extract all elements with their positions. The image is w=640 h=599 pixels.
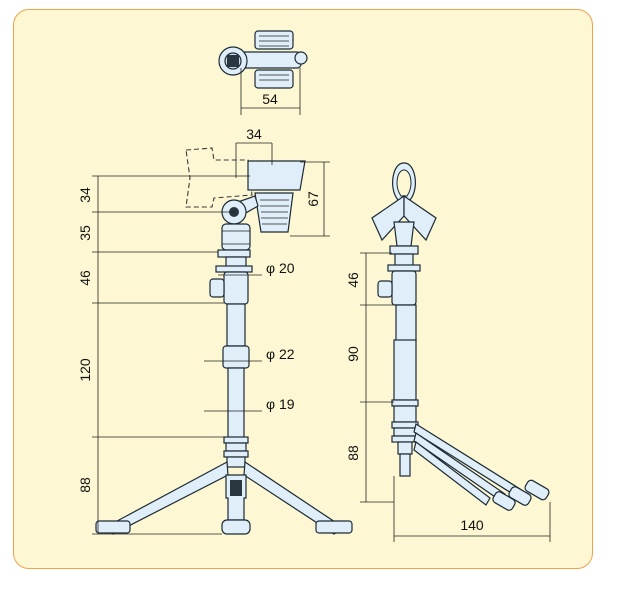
- tube-upper: [226, 303, 246, 347]
- dim-phi20: φ 20: [266, 260, 295, 276]
- dim-base-width: 140: [460, 517, 484, 533]
- foot-right: [315, 520, 353, 534]
- clip-head: [247, 160, 306, 191]
- leg-right: [243, 460, 346, 535]
- dim-clip-width: 34: [246, 126, 262, 142]
- top-view: 54: [218, 30, 308, 115]
- side-view: 46 90 88 140: [345, 162, 551, 542]
- dim-90: 90: [345, 346, 361, 362]
- dim-88-side: 88: [345, 445, 361, 461]
- side-arm-right: [403, 194, 437, 242]
- dim-phi19: φ 19: [266, 396, 295, 412]
- clip-alternate-position: [185, 147, 253, 208]
- swivel-connector: [221, 223, 251, 251]
- tube-collar: [222, 345, 250, 369]
- foot-left: [95, 520, 131, 534]
- top-clip-lower: [254, 69, 294, 89]
- dim-46-front: 46: [77, 270, 93, 286]
- dim-120: 120: [77, 358, 93, 382]
- clip-jaw: [254, 192, 294, 233]
- dim-phi22: φ 22: [266, 346, 295, 362]
- upper-body: [223, 271, 249, 305]
- dim-46-side: 46: [345, 272, 361, 288]
- dim-88-front: 88: [77, 477, 93, 493]
- side-body: [391, 270, 417, 306]
- side-leg-2: [413, 432, 506, 502]
- front-view: 34 35 46 120 88 34 67 φ 20 φ 22 φ 19: [77, 126, 353, 535]
- dim-35: 35: [77, 225, 93, 241]
- dim-34: 34: [77, 187, 93, 203]
- side-tube: [393, 339, 417, 401]
- center-foot: [221, 519, 251, 535]
- tube-lower: [227, 367, 245, 449]
- dim-clip-height: 67: [305, 191, 321, 207]
- side-knob: [209, 278, 225, 298]
- dim-top-width: 54: [262, 91, 278, 107]
- side-leg-3: [413, 440, 491, 506]
- top-clip-upper: [254, 30, 294, 50]
